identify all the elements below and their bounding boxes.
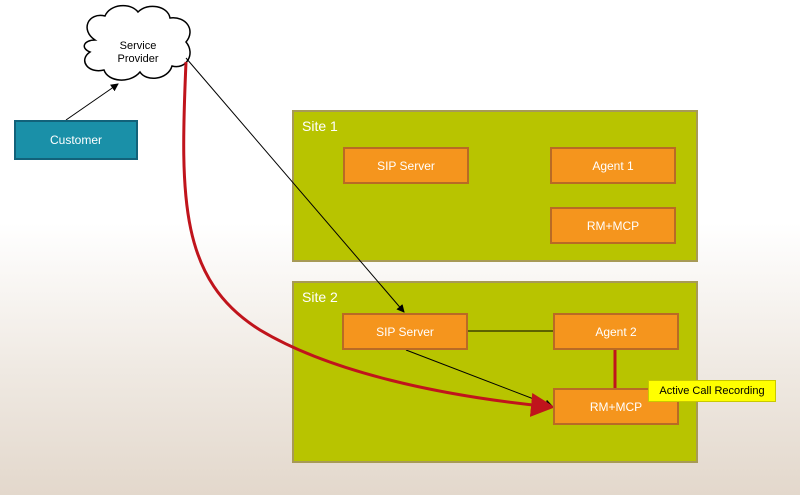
service-provider-label-line2: Provider — [117, 53, 159, 65]
site-1-sip-server: SIP Server — [343, 147, 469, 184]
service-provider-label: Service Provider — [92, 40, 184, 66]
site-1-rm-mcp: RM+MCP — [550, 207, 676, 244]
site-2-rm-mcp: RM+MCP — [553, 388, 679, 425]
site-2-agent: Agent 2 — [553, 313, 679, 350]
customer-box: Customer — [14, 120, 138, 160]
customer-to-provider-arrow — [65, 83, 119, 121]
site-1-title: Site 1 — [302, 118, 338, 134]
active-call-recording-callout: Active Call Recording — [648, 380, 776, 402]
site-1-agent: Agent 1 — [550, 147, 676, 184]
site-2-sip-server: SIP Server — [342, 313, 468, 350]
site-1-container: Site 1 — [292, 110, 698, 262]
service-provider-label-line1: Service — [119, 40, 157, 52]
sip-server-to-rm-mcp-arrow — [405, 349, 553, 408]
site-2-title: Site 2 — [302, 289, 338, 305]
provider-to-sip-server-arrow — [185, 57, 405, 313]
recording-media-path — [182, 61, 555, 417]
